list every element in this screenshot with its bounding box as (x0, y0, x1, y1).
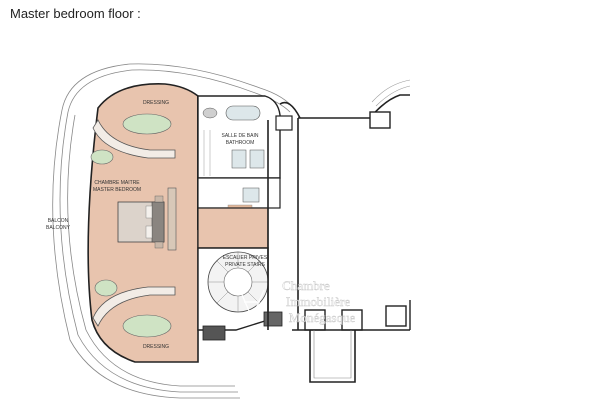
watermark-line-1: Chambre (282, 278, 330, 293)
label-dressing-bottom: DRESSING (143, 344, 169, 350)
label-salle-de-bain: SALLE DE BAIN (222, 133, 259, 139)
balcony-rail-right (371, 79, 411, 107)
bed (117, 195, 165, 249)
armchair-top (90, 149, 114, 165)
shower (242, 187, 260, 203)
label-dressing-top: DRESSING (143, 100, 169, 106)
wc-area (197, 177, 281, 209)
dressing-counter-top (92, 119, 176, 159)
watermark: Chambre Immobilière Monégasque (239, 278, 356, 325)
column-far-right (369, 111, 391, 129)
label-bathroom: BATHROOM (226, 140, 255, 146)
label-chambre-maitre: CHAMBRE MAITRE (94, 180, 140, 186)
corridor-floor (197, 207, 269, 249)
label-master-bedroom: MASTER BEDROOM (93, 187, 141, 193)
label-private-stairs: PRIVATE STAIRS (225, 262, 265, 268)
watermark-logo (239, 289, 265, 320)
column-bottom (202, 325, 226, 341)
label-escalier-prives: ESCALIER PRIVES (223, 255, 268, 261)
label-balcon: BALCON (48, 218, 69, 224)
column-top-right (275, 115, 293, 131)
lower-column-right (385, 305, 407, 327)
column-right (263, 311, 283, 327)
bathroom-sink-left (202, 107, 218, 119)
ottoman-top (122, 113, 172, 135)
balcony-outline (52, 63, 296, 399)
vanity-right (249, 149, 265, 169)
vanity-left (231, 149, 247, 169)
page-title: Master bedroom floor : (10, 6, 141, 21)
ottoman-bottom (122, 314, 172, 338)
label-balcony: BALCONY (46, 225, 71, 231)
private-staircase (197, 247, 269, 331)
watermark-line-3: Monégasque (289, 310, 356, 325)
tv-cabinet (167, 187, 177, 251)
bathtub (225, 105, 261, 121)
watermark-line-2: Immobilière (286, 294, 350, 309)
dressing-counter-bottom (92, 286, 176, 327)
service-stair-outline (309, 330, 356, 383)
armchair-bottom (94, 279, 118, 297)
